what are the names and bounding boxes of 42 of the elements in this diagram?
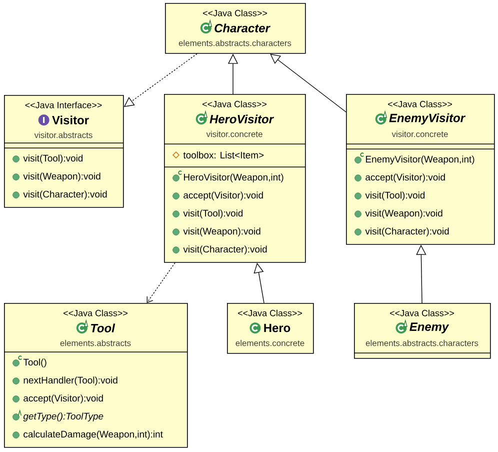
package-name: elements.abstracts.characters [178,40,292,46]
method-signature: accept(Visitor):void [24,394,103,404]
package-name: elements.abstracts [60,340,131,346]
method-signature: visit(Weapon):void [365,210,442,218]
method-signature: visit(Tool):void [183,210,243,218]
method-signature: accept(Visitor):void [184,192,263,200]
dependency-arrow [146,262,176,303]
method-signature: visit(Character):void [183,246,267,254]
method-signature: visit(Character):void [365,228,449,236]
package-name: visitor.concrete [206,130,262,138]
stereotype-label: <<Java Class>> [203,10,267,16]
method-signature: HeroVisitor(Weapon,int) [184,174,284,182]
field-signature: toolbox: List<Item> [183,152,264,158]
method-signature: nextHandler(Tool):void [24,376,118,386]
method-signature: visit(Weapon):void [183,228,260,236]
class-name: Tool [90,324,116,332]
method-signature: calculateDamage(Weapon,int):int [24,430,163,440]
class-name: Visitor [52,116,89,124]
method-signature: visit(Tool):void [23,154,83,164]
stereotype-label: <<Java Class>> [202,100,266,108]
class-name: HeroVisitor [210,114,274,124]
package-name: elements.abstracts.characters [366,340,478,346]
method-signature: getType():ToolType [23,412,104,422]
class-name: Character [214,24,270,32]
stereotype-label: <<Java Class>> [64,310,128,316]
method-signature: visit(Character):void [23,190,107,200]
method-signature: visit(Tool):void [365,192,425,200]
class-name: Enemy [410,322,450,334]
package-name: visitor.abstracts [34,132,92,138]
stereotype-label: <<Java Interface>> [25,102,102,108]
method-signature: EnemyVisitor(Weapon,int) [366,156,474,164]
package-name: elements.concrete [236,340,304,346]
stereotype-label: <<Java Class>> [388,100,452,108]
class-name: EnemyVisitor [389,113,466,125]
method-signature: accept(Visitor):void [366,174,445,182]
class-name: Hero [264,324,290,332]
stereotype-label: <<Java Class>> [390,310,454,316]
stereotype-label: <<Java Class>> [238,310,302,316]
package-name: visitor.concrete [392,130,448,138]
inheritance-arrow [270,54,346,112]
method-signature: visit(Weapon):void [23,172,100,182]
method-signature: Tool() [23,358,46,368]
